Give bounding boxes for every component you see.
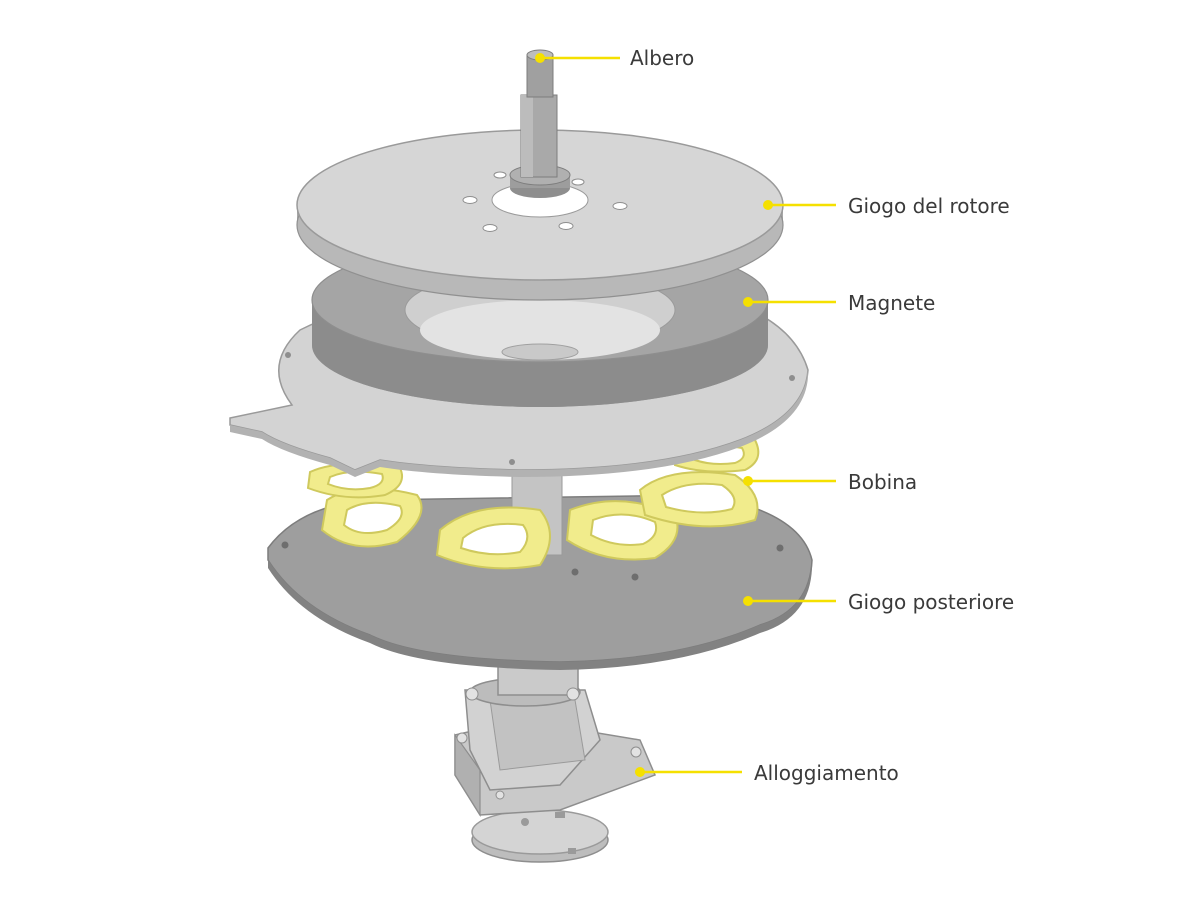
callout-label-albero: Albero — [630, 46, 694, 70]
callout-albero: Albero — [535, 46, 694, 70]
callout-label-magnete: Magnete — [848, 291, 935, 315]
callout-alloggiamento: Alloggiamento — [635, 761, 899, 785]
callout-magnete: Magnete — [743, 291, 935, 315]
callouts: Albero Giogo del rotore Magnete Bobina G… — [535, 46, 1014, 785]
rotor-yoke — [296, 129, 784, 301]
callout-giogo-rotore: Giogo del rotore — [763, 194, 1010, 218]
coils — [306, 435, 760, 570]
callout-label-alloggiamento: Alloggiamento — [754, 761, 899, 785]
callout-bobina: Bobina — [743, 470, 917, 494]
housing — [454, 644, 657, 826]
base-foot — [471, 809, 609, 863]
callout-label-giogo-posteriore: Giogo posteriore — [848, 590, 1014, 614]
callout-giogo-posteriore: Giogo posteriore — [743, 590, 1014, 614]
callout-label-bobina: Bobina — [848, 470, 917, 494]
shaft — [509, 49, 571, 198]
callout-label-giogo-rotore: Giogo del rotore — [848, 194, 1010, 218]
